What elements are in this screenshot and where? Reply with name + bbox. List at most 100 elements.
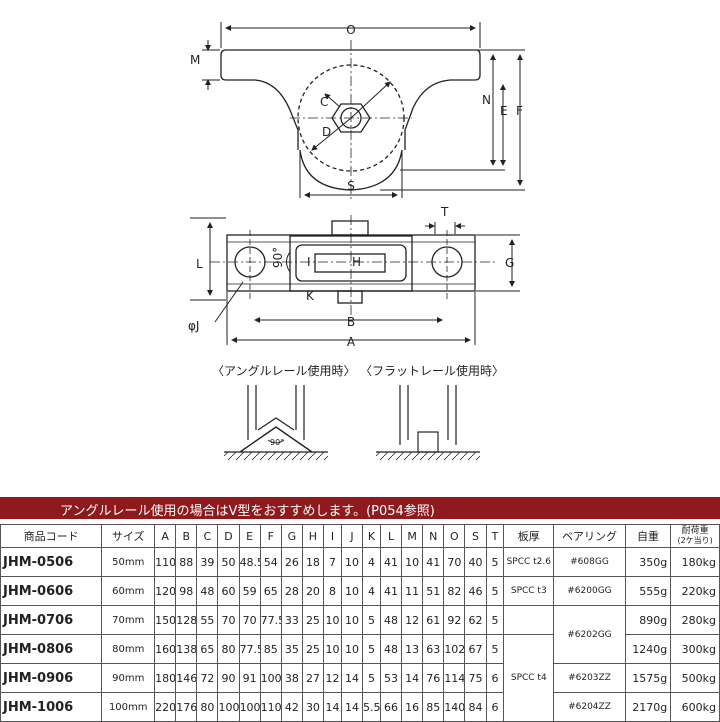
- table-cell: SPCC t4: [503, 634, 555, 722]
- label-G: G: [505, 256, 514, 270]
- table-row: JHM-080680mm160138658077.585352510105481…: [0, 634, 720, 722]
- table-cell: 280kg: [670, 605, 720, 635]
- table-cell: 5: [485, 605, 505, 635]
- table-cell: 40: [464, 547, 487, 577]
- table-cell: 50mm: [101, 547, 156, 577]
- table-cell: 42: [280, 692, 303, 722]
- table-cell: 5: [362, 663, 381, 693]
- table-cell: 85: [259, 634, 282, 664]
- table-cell: 41: [379, 576, 403, 606]
- table-cell: 85: [422, 692, 445, 722]
- table-cell: 92: [443, 605, 466, 635]
- dim-O: [220, 22, 481, 48]
- table-cell: 70: [238, 605, 261, 635]
- table-cell: 138: [175, 634, 198, 664]
- table-cell: 6: [485, 692, 505, 722]
- dim-BA: [214, 281, 476, 345]
- table-cell: 114: [443, 663, 466, 693]
- header-cell-load: 耐荷重(2ケ当り): [670, 524, 720, 548]
- label-J: φJ: [188, 319, 199, 333]
- header-cell: D: [217, 524, 240, 548]
- table-cell: 180kg: [670, 547, 720, 577]
- table-cell: 7: [323, 547, 342, 577]
- wheel-top: [295, 244, 407, 282]
- table-cell: 60mm: [101, 576, 156, 606]
- label-H: H: [352, 255, 361, 269]
- table-cell: 10: [401, 547, 424, 577]
- table-cell: 10: [340, 576, 364, 606]
- label-B: B: [347, 315, 355, 329]
- table-cell: #6202GG: [553, 605, 626, 664]
- table-cell: SPCC t2.6: [503, 547, 555, 577]
- dim-G: [476, 234, 520, 292]
- table-cell: 80: [196, 692, 219, 722]
- table-cell: 1240g: [624, 634, 672, 664]
- table-cell: 150: [154, 605, 177, 635]
- header-cell: ベアリング: [553, 524, 626, 548]
- header-cell: 板厚: [503, 524, 555, 548]
- table-cell: 50: [217, 547, 240, 577]
- table-cell: 77.5: [238, 634, 261, 664]
- header-cell: G: [280, 524, 303, 548]
- label-A: A: [347, 335, 356, 349]
- table-cell: 100: [217, 692, 240, 722]
- header-cell: O: [443, 524, 466, 548]
- table-cell: 59: [238, 576, 261, 606]
- table-cell: 14: [401, 663, 424, 693]
- table-cell: 91: [238, 663, 261, 693]
- table-cell: 5: [485, 547, 505, 577]
- header-cell: N: [422, 524, 445, 548]
- table-cell: 110: [154, 547, 177, 577]
- header-cell: 自重: [624, 524, 672, 548]
- table-cell: 48.5: [238, 547, 261, 577]
- flat-rail-detail: [376, 385, 480, 460]
- table-cell: 160: [154, 634, 177, 664]
- table-cell: 14: [323, 692, 342, 722]
- dim-T: [425, 222, 465, 234]
- table-cell: 39: [196, 547, 219, 577]
- technical-drawing: O M C D N E F S: [188, 22, 525, 460]
- table-cell: 5: [485, 634, 505, 664]
- header-cell: K: [362, 524, 381, 548]
- angle-rail-detail: [224, 385, 328, 460]
- table-cell: 51: [422, 576, 445, 606]
- table-cell: 13: [401, 634, 424, 664]
- table-cell: 35: [280, 634, 303, 664]
- table-cell: 500kg: [670, 663, 720, 693]
- table-cell: #6200GG: [553, 576, 626, 606]
- table-cell: 46: [464, 576, 487, 606]
- table-cell: 26: [280, 547, 303, 577]
- table-cell: 33: [280, 605, 303, 635]
- mounting-plate: [220, 49, 481, 131]
- table-cell: 48: [379, 634, 403, 664]
- label-D: D: [322, 125, 331, 139]
- table-cell: 4: [362, 576, 381, 606]
- header-cell: H: [301, 524, 325, 548]
- table-cell: 300kg: [670, 634, 720, 664]
- header-cell: A: [154, 524, 177, 548]
- table-cell: 10: [323, 634, 342, 664]
- label-T: T: [440, 205, 449, 219]
- table-cell: 65: [259, 576, 282, 606]
- table-cell: 5: [485, 576, 505, 606]
- table-cell: 10: [340, 634, 364, 664]
- table-cell: JHM-0906: [0, 663, 103, 693]
- table-cell: 80: [217, 634, 240, 664]
- table-cell: 890g: [624, 605, 672, 635]
- table-cell: 80mm: [101, 634, 156, 664]
- table-cell: 1575g: [624, 663, 672, 693]
- table-cell: 100mm: [101, 692, 156, 722]
- dim-M: [202, 40, 220, 90]
- table-cell: 48: [196, 576, 219, 606]
- table-cell: 14: [340, 663, 364, 693]
- table-cell: 6: [485, 663, 505, 693]
- label-S: S: [347, 179, 355, 193]
- table-cell: 63: [422, 634, 445, 664]
- table-cell: 98: [175, 576, 198, 606]
- header-cell: E: [238, 524, 261, 548]
- table-cell: 41: [422, 547, 445, 577]
- table-cell: 90: [217, 663, 240, 693]
